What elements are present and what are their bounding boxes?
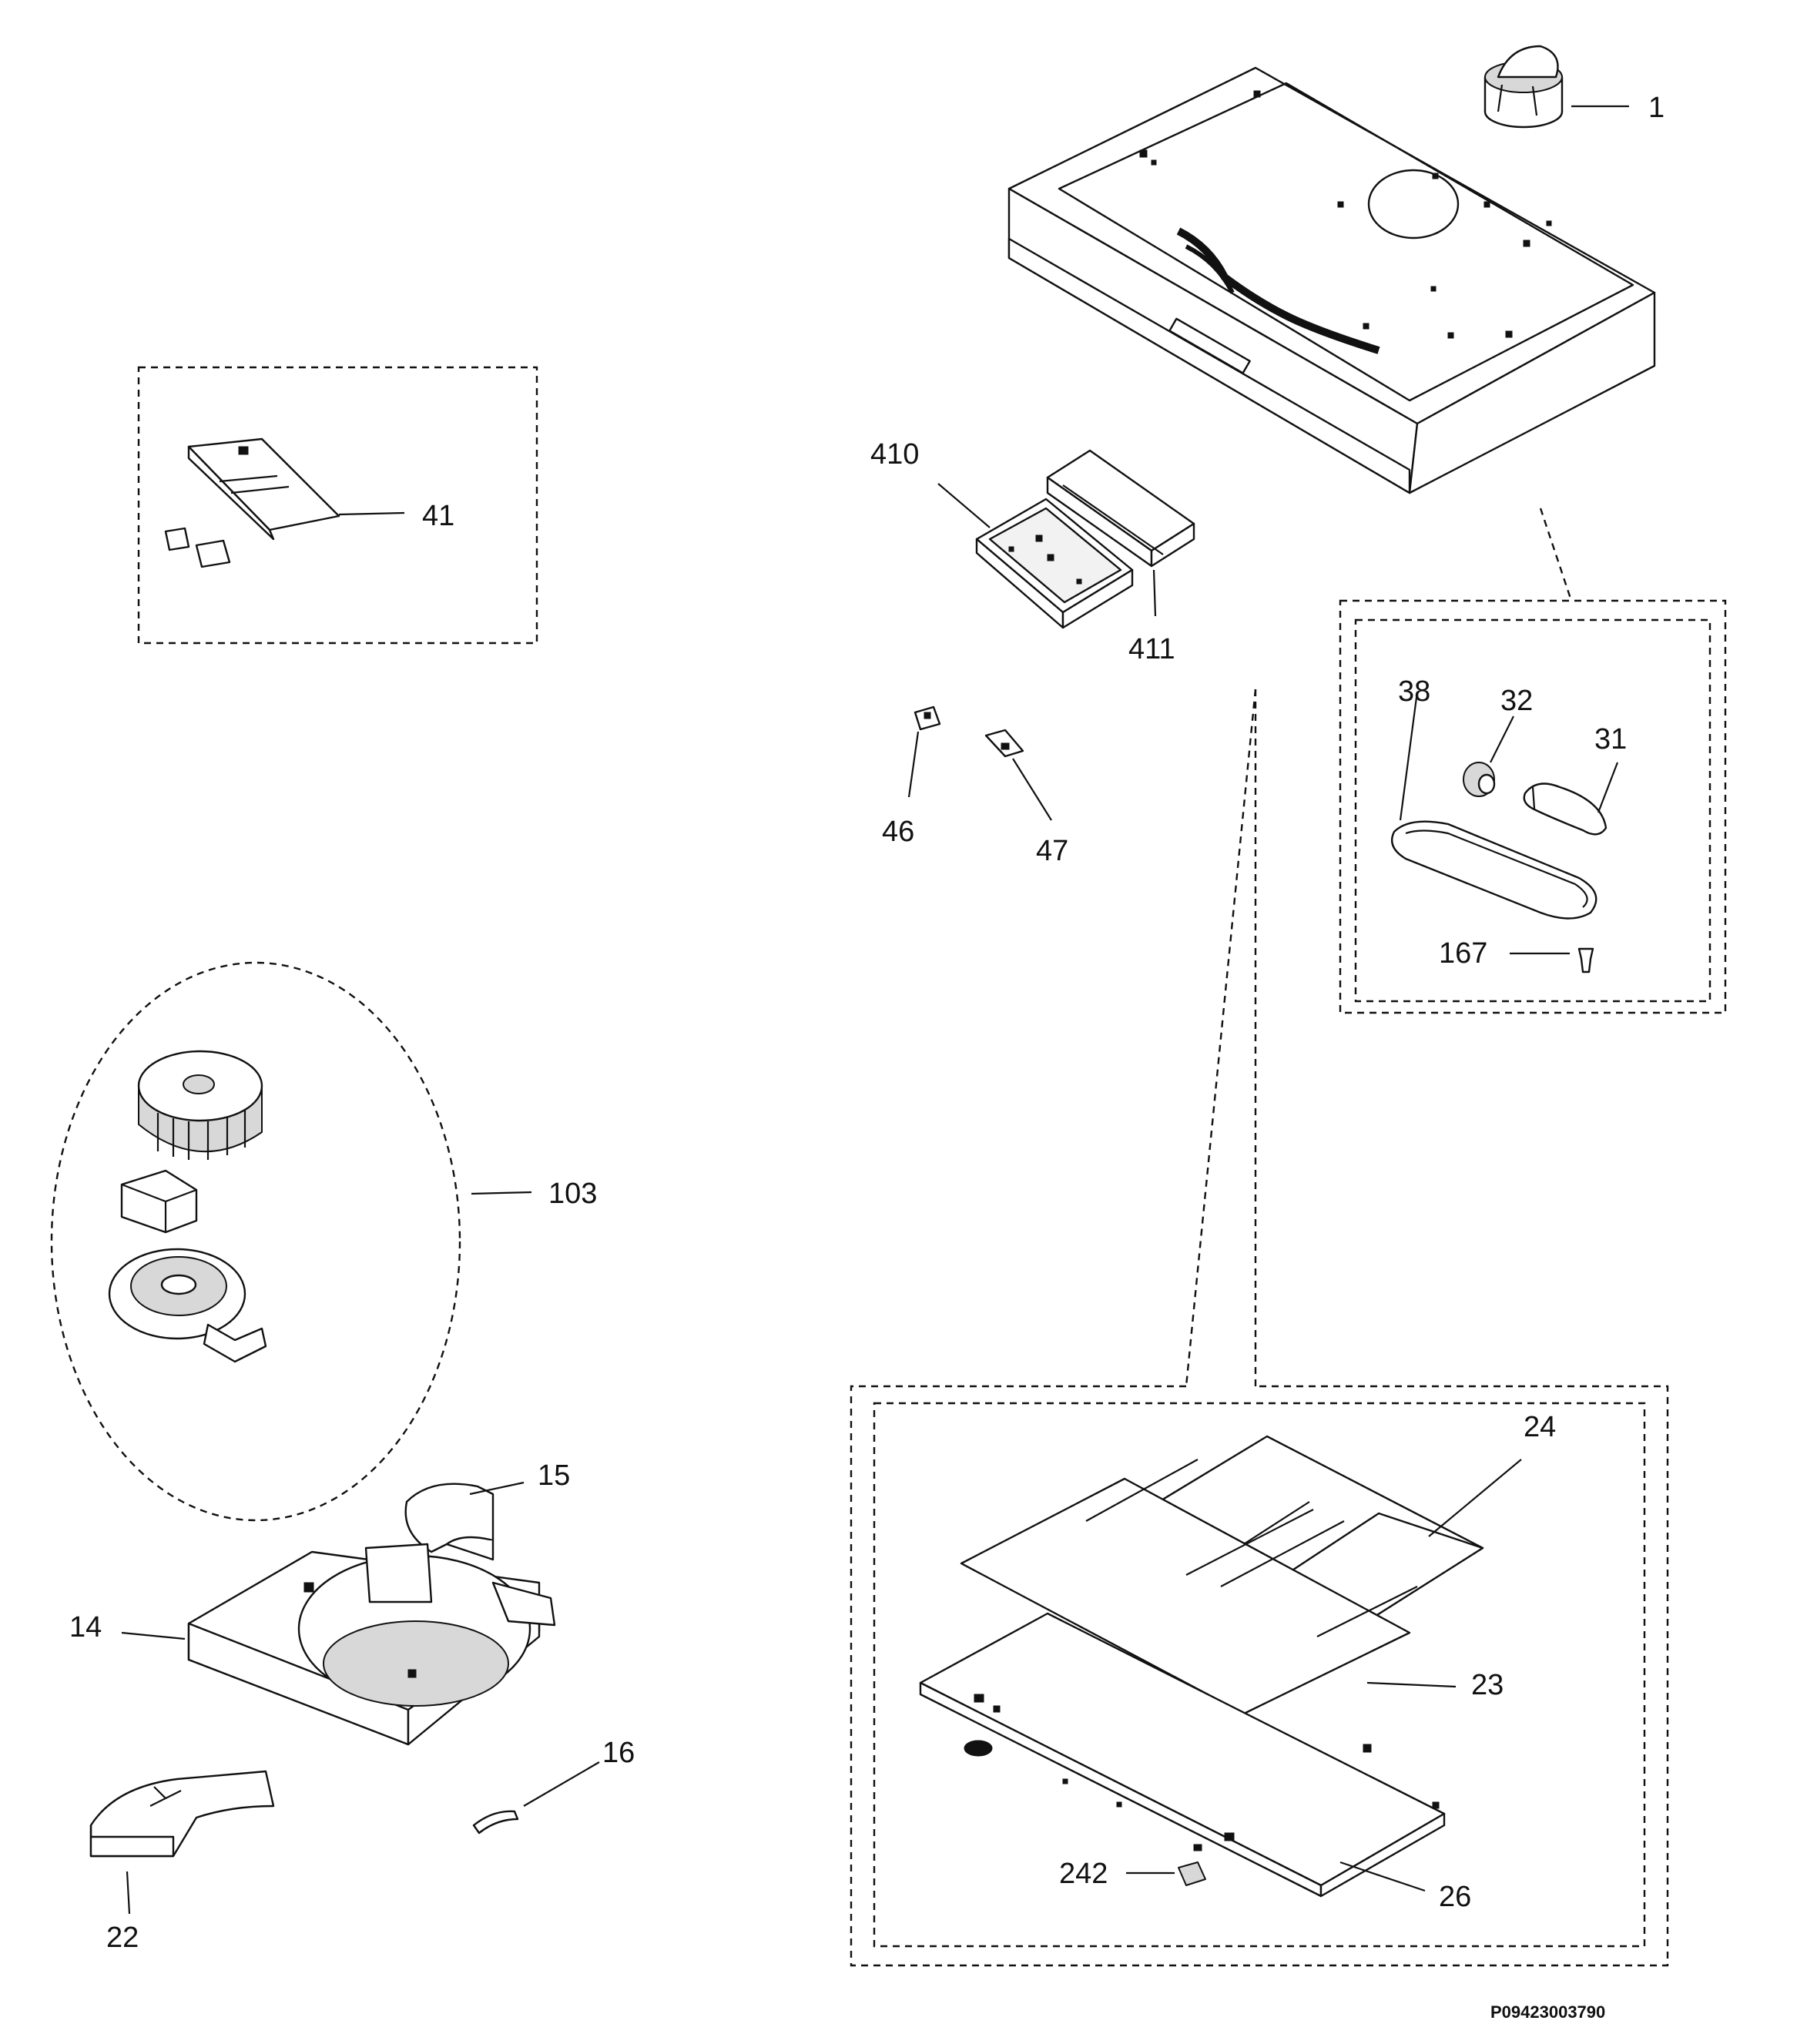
range-hood-body — [1007, 66, 1656, 494]
part-411-control-cover — [1046, 449, 1195, 568]
part-47-switch — [984, 729, 1024, 758]
part-label-411: 411 — [1128, 633, 1175, 665]
part-label-242: 242 — [1059, 1858, 1108, 1890]
part-15-damper — [404, 1483, 494, 1561]
part-26-bottom-panel — [919, 1612, 1446, 1898]
part-22-duct — [89, 1770, 275, 1858]
group-box-41 — [137, 366, 538, 645]
part-label-167: 167 — [1439, 937, 1487, 970]
part-label-1: 1 — [1648, 92, 1665, 124]
part-label-410: 410 — [870, 438, 919, 471]
part-14-fan-housing — [187, 1543, 556, 1746]
part-41-control-panel — [164, 437, 340, 568]
part-410-control-box — [975, 498, 1134, 629]
part-label-41: 41 — [422, 500, 454, 532]
part-23-filter-mat — [960, 1459, 1418, 1715]
part-label-38: 38 — [1398, 675, 1430, 708]
group-box-filter-inner — [873, 1402, 1646, 1948]
group-ellipse-103 — [50, 961, 461, 1522]
part-38-lamp-cover-gasket — [1390, 820, 1597, 920]
part-label-14: 14 — [69, 1611, 102, 1644]
part-label-22: 22 — [106, 1922, 139, 1954]
group-box-lamp-inner — [1354, 618, 1711, 1003]
part-31-bulb — [1523, 782, 1608, 836]
part-label-15: 15 — [538, 1459, 570, 1492]
part-label-26: 26 — [1439, 1881, 1471, 1913]
part-label-32: 32 — [1500, 685, 1533, 717]
group-box-lamp-outer — [1339, 599, 1727, 1014]
part-label-16: 16 — [602, 1737, 635, 1769]
part-label-46: 46 — [882, 816, 914, 848]
part-label-103: 103 — [548, 1178, 597, 1210]
part-46-switch — [914, 705, 941, 731]
diagram-code: P09423003790 — [1490, 2002, 1605, 2022]
part-label-31: 31 — [1594, 723, 1627, 756]
part-label-24: 24 — [1524, 1411, 1556, 1443]
part-16-clip — [472, 1810, 519, 1835]
part-242-clip — [1178, 1861, 1206, 1886]
part-label-23: 23 — [1471, 1669, 1504, 1701]
part-103-motor-assembly — [108, 1050, 267, 1363]
part-32-lamp-holder — [1463, 762, 1496, 797]
part-label-47: 47 — [1036, 835, 1068, 867]
part-1-collar — [1483, 45, 1564, 129]
part-167-screw — [1577, 947, 1594, 973]
